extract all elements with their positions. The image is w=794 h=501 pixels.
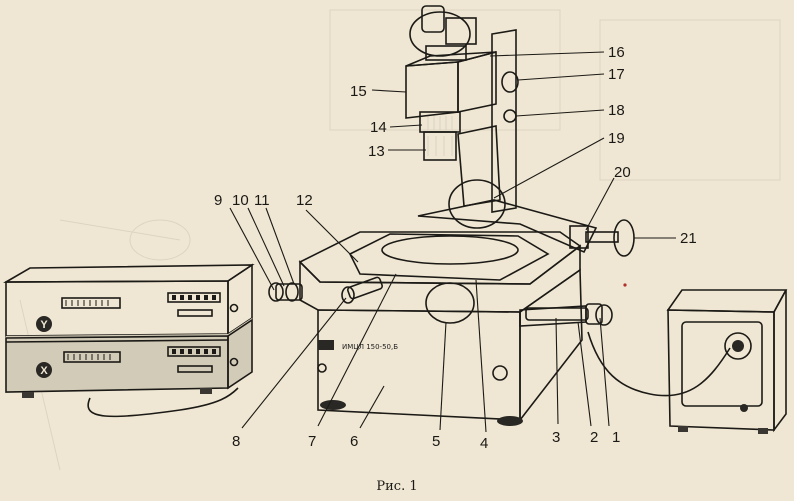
right-arm-screw bbox=[585, 219, 635, 257]
callout-21: 21 bbox=[680, 230, 697, 247]
right-micrometer-screw bbox=[519, 303, 613, 327]
callout-16: 16 bbox=[608, 44, 625, 61]
callout-12: 12 bbox=[296, 192, 313, 209]
callout-13: 13 bbox=[368, 143, 385, 160]
panel-cable bbox=[87, 387, 239, 418]
objective-tube bbox=[419, 111, 461, 161]
callout-5: 5 bbox=[432, 433, 440, 450]
microscope-base: ИМЦЛ 150-50,Б bbox=[298, 231, 583, 426]
callout-7: 7 bbox=[308, 433, 316, 450]
callout-2: 2 bbox=[590, 429, 598, 446]
callout-1: 1 bbox=[612, 429, 620, 446]
head-housing bbox=[405, 50, 519, 123]
callout-3: 3 bbox=[552, 429, 560, 446]
name-plate-badge bbox=[318, 340, 334, 350]
leader-lines bbox=[229, 51, 676, 433]
callout-19: 19 bbox=[608, 130, 625, 147]
readout-panel-y: Y bbox=[3, 263, 255, 337]
callout-9: 9 bbox=[214, 192, 222, 209]
panel-x-letter: X bbox=[40, 365, 48, 377]
callout-14: 14 bbox=[370, 119, 387, 136]
microscope-column bbox=[417, 29, 598, 254]
left-knob-cluster bbox=[268, 282, 303, 302]
panel-y-letter: Y bbox=[40, 319, 48, 331]
readout-panel-x: X bbox=[5, 318, 253, 398]
left-micrometer-screw bbox=[341, 276, 383, 304]
callout-18: 18 bbox=[608, 102, 625, 119]
lamp-cable bbox=[587, 331, 731, 397]
callout-10: 10 bbox=[232, 192, 249, 209]
callout-6: 6 bbox=[350, 433, 358, 450]
callout-17: 17 bbox=[608, 66, 625, 83]
callout-20: 20 bbox=[614, 164, 631, 181]
eyepiece-turret bbox=[409, 5, 477, 61]
callout-11: 11 bbox=[254, 192, 270, 209]
panel-y-letter-badge bbox=[36, 316, 52, 332]
front-drum bbox=[425, 282, 475, 324]
model-label: ИМЦЛ 150-50,Б bbox=[342, 343, 398, 351]
glass-stage bbox=[348, 233, 550, 281]
panel-x-letter-badge bbox=[36, 362, 52, 378]
focus-knob bbox=[448, 179, 506, 229]
figure-caption: Рис. 1 bbox=[376, 479, 417, 494]
callout-4: 4 bbox=[480, 435, 488, 452]
callout-15: 15 bbox=[350, 83, 367, 100]
callout-numbers: 1 2 3 4 5 6 7 8 9 10 11 12 13 14 15 16 1… bbox=[214, 44, 697, 452]
red-mark bbox=[623, 283, 627, 287]
lamp-power-unit bbox=[666, 289, 788, 434]
callout-8: 8 bbox=[232, 433, 240, 450]
